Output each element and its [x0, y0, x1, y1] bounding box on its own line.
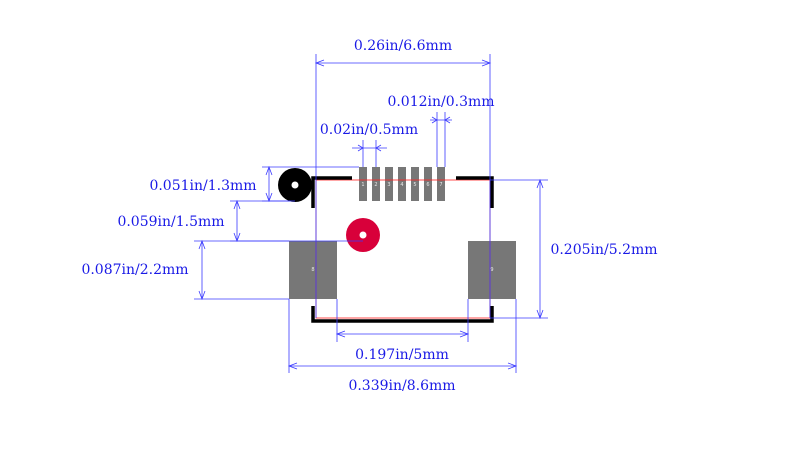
pin-label: 4 — [400, 182, 403, 188]
dimension-label: 0.087in/2.2mm — [81, 262, 188, 278]
silkscreen-top-left — [311, 176, 352, 208]
dimension-label: 0.339in/8.6mm — [348, 378, 455, 394]
dimension-label: 0.059in/1.5mm — [117, 214, 224, 230]
mount-pad-right-label: 9 — [490, 267, 493, 273]
pin-pad — [411, 167, 419, 201]
pin-label: 2 — [374, 182, 377, 188]
pin-label: 5 — [413, 182, 416, 188]
pin-label: 7 — [439, 182, 442, 188]
silkscreen-bottom — [311, 306, 494, 323]
pin-pad — [398, 167, 406, 201]
pin-pad — [385, 167, 393, 201]
dimension-pin-pitch: 0.02in/0.5mm — [320, 122, 418, 167]
pin-label: 6 — [426, 182, 429, 188]
mount-pad-left-label: 8 — [311, 267, 314, 273]
dimension-total-width-bottom: 0.339in/8.6mm — [287, 299, 518, 394]
dimension-label: 0.26in/6.6mm — [354, 38, 452, 54]
dimension-pad-offset: 0.059in/1.5mm — [117, 199, 363, 243]
dimension-label: 0.02in/0.5mm — [320, 122, 418, 138]
pin-pad — [359, 167, 367, 201]
dimension-label: 0.205in/5.2mm — [550, 242, 657, 258]
dimension-pad-height: 0.087in/2.2mm — [81, 239, 289, 301]
signal-pins: 1 2 3 4 5 6 7 — [359, 167, 445, 201]
dimension-label: 0.197in/5mm — [355, 347, 449, 363]
dimension-inner-width: 0.197in/5mm — [335, 299, 470, 363]
pin1-marker-center — [359, 231, 367, 239]
dimension-hole-offset: 0.051in/1.3mm — [149, 165, 359, 203]
pin-label: 1 — [361, 182, 364, 188]
dimension-label: 0.012in/0.3mm — [387, 94, 494, 110]
dimension-total-width-top: 0.26in/6.6mm — [314, 38, 492, 318]
dimension-pin-width: 0.012in/0.3mm — [387, 94, 495, 167]
dimension-body-height: 0.205in/5.2mm — [490, 178, 658, 320]
pin-pad — [424, 167, 432, 201]
dimension-label: 0.051in/1.3mm — [149, 178, 256, 194]
silkscreen-top-right — [456, 176, 494, 208]
mount-pad-right — [468, 241, 516, 299]
pin-pad — [372, 167, 380, 201]
pin-label: 3 — [387, 182, 390, 188]
mounting-hole-center — [291, 181, 299, 189]
mount-pad-left — [289, 241, 337, 299]
pin-pad — [437, 167, 445, 201]
